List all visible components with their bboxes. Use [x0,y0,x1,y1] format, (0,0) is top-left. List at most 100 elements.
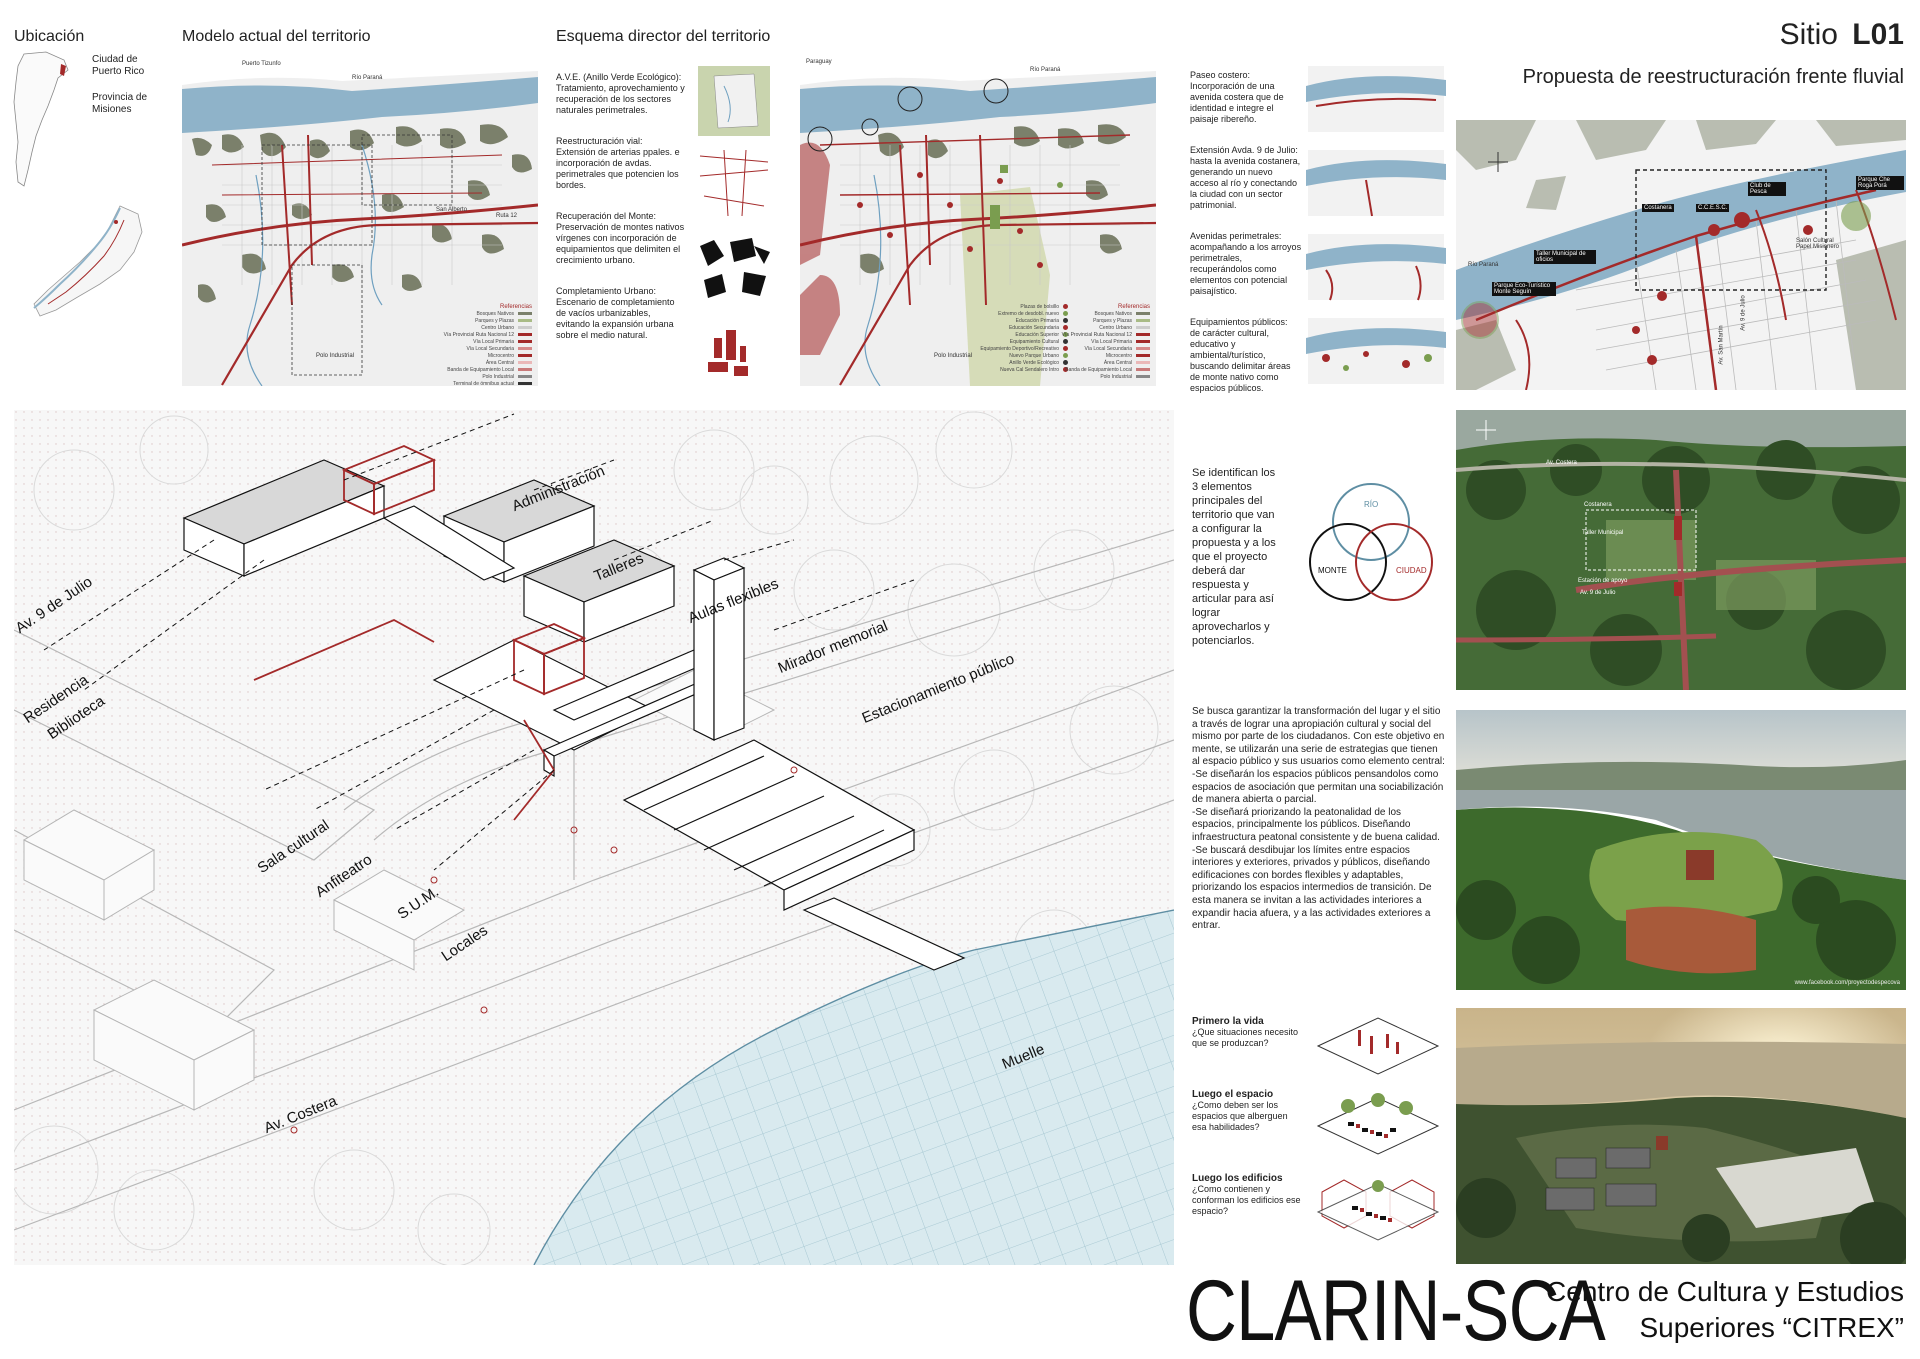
strategy-heading: Paseo costero: [1190,70,1251,80]
legend2-item: Educación Primaria [968,317,1068,324]
legend-label: Bosques Nativos [1094,310,1132,317]
strategy-heading: Avenidas perimetrales: [1190,231,1282,241]
esquema-map-panel: Paraguay Río Paraná Polo Industrial Plaz… [800,55,1156,386]
legend2-item: Educación Secundaria [968,324,1068,331]
legend-item: Área Central [1050,359,1150,366]
legend2-label: Nueva Cal Sendalero Intro [1000,366,1059,373]
legend-label: Vía Local Primaria [473,338,514,345]
legend-item: Parques y Plazas [1050,317,1150,324]
legend-swatch [518,361,532,364]
legend2-item: Equipamiento Cultural [968,338,1068,345]
render-photo [1456,1008,1906,1264]
legend-swatch [518,375,532,378]
legend-label: Microcentro [487,352,514,359]
strategies-list: Paseo costero:Incorporación de una aveni… [1190,70,1302,414]
legend2-item: Extremo de desdobl. nuevo [968,310,1068,317]
sitio-label-taller: Taller Municipal de oficios [1534,250,1596,264]
legend-swatch [1136,354,1150,357]
legend-swatch [518,333,532,336]
step-text: ¿Como contienen y conforman los edificio… [1192,1184,1301,1216]
sitio-label-parque-eco: Parque Eco-Turístico Monte Seguín [1492,282,1556,296]
aerial-label-costera: Av. Costera [1546,460,1577,466]
aerial-photo: Av. Costera Costanera Taller Municipal E… [1456,410,1906,690]
legend-item: Centro Urbano [1050,324,1150,331]
legend-label: Microcentro [1105,352,1132,359]
legend2-marker [1063,304,1068,309]
venn-label-ciudad: CIUDAD [1396,566,1427,575]
modelo-label-ruta: Ruta 12 [496,213,518,219]
legend2-label: Plazas de bolsillo [1020,303,1059,310]
legend-label: Vía Local Secundaria [1084,345,1132,352]
legend2-marker [1063,346,1068,351]
legend-swatch [1136,347,1150,350]
axonometric-panel [14,410,1174,1265]
legend-swatch [518,312,532,315]
legend2-label: Equipamiento Cultural [1009,338,1059,345]
legend-swatch [1136,340,1150,343]
strategy-text: hasta la avenida costanera, generando un… [1190,156,1301,210]
legend-item: Polo Industrial [412,373,532,380]
strategy-paragraph: Se busca garantizar la transformación de… [1192,706,1446,933]
legend-item: Microcentro [1050,352,1150,359]
legend-item: Bosques Nativos [1050,310,1150,317]
legend-swatch [518,368,532,371]
strategy-item: Equipamientos públicos:de carácter cultu… [1190,317,1302,394]
legend-label: Parques y Plazas [1093,317,1132,324]
strategy-item: Paseo costero:Incorporación de una aveni… [1190,70,1302,125]
esquema-title: Esquema director del territorio [556,28,771,45]
legend-swatch [518,319,532,322]
legend-label: Vía Provincial Ruta Nacional 12 [443,331,514,338]
landscape-photo: www.facebook.com/proyectodespecova [1456,710,1906,990]
legend-label: Polo Industrial [1100,373,1132,380]
legend-label: Parques y Plazas [475,317,514,324]
venn-diagram [1309,483,1433,601]
legend-item: Vía Local Secundaria [1050,345,1150,352]
esquema-text: Extensión de arterias ppales. e incorpor… [556,147,680,190]
strategy-heading: Extensión Avda. 9 de Julio: [1190,145,1298,155]
legend-swatch [1136,361,1150,364]
legend-label: Centro Urbano [1099,324,1132,331]
aerial-label-costanera: Costanera [1584,502,1612,508]
brand-title: CLARIN-SCA [1186,1263,1606,1359]
legend2-label: Educación Superior [1015,331,1059,338]
sitio-map [1456,120,1906,390]
paragraph-line: -Se buscará desdibujar los límites entre… [1192,844,1432,932]
ubicacion-title: Ubicación [14,28,85,45]
esquema-map [800,55,1156,386]
esquema-text: Tratamiento, aprovechamiento y recuperac… [556,83,685,115]
legend-label: Vía Local Primaria [1091,338,1132,345]
legend2-marker [1063,367,1068,372]
legend-label: Vía Local Secundaria [466,345,514,352]
legend2-item: Educación Superior [968,331,1068,338]
legend-swatch [518,326,532,329]
esquema-heading: Recuperación del Monte: [556,211,657,221]
esquema-item: A.V.E. (Anillo Verde Ecológico):Tratamie… [556,72,686,116]
legend-item: Vía Provincial Ruta Nacional 12 [412,331,532,338]
legend-swatch [1136,326,1150,329]
aerial-label-estacion: Estación de apoyo [1578,578,1628,584]
esquema-label-polo: Polo Industrial [934,353,973,359]
legend-label: Terminal de ómnibus actual [453,380,514,387]
modelo-label-rio: Río Paraná [352,75,383,81]
legend2-label: Equipamiento Deportivo/Recreativo [980,345,1059,352]
modelo-map [182,55,538,386]
legend2-marker [1063,353,1068,358]
axonometric-drawing [14,410,1174,1265]
paragraph-line: -Se diseñará priorizando la peatonalidad… [1192,806,1440,843]
legend-swatch [1136,375,1150,378]
esquema-heading: Completamiento Urbano: [556,286,657,296]
strategy-thumbnails [1306,66,1446,384]
strategy-heading: Equipamientos públicos: [1190,317,1288,327]
sitio-heading: Sitio L01 [1780,18,1904,52]
steps-list: Primero la vida¿Que situaciones necesito… [1192,1016,1304,1257]
esquema-text: Preservación de montes nativos vírgenes … [556,222,685,265]
legend-label: Centro Urbano [481,324,514,331]
sitio-label-rio: Río Paraná [1468,262,1499,268]
legend-item: Referencias [1050,303,1150,310]
sitio-label: Sitio [1779,18,1838,51]
legend-item: Referencias [412,303,532,310]
venn-label-rio: RÍO [1364,500,1379,509]
project-title-line2: Superiores “CITREX” [1639,1312,1904,1343]
